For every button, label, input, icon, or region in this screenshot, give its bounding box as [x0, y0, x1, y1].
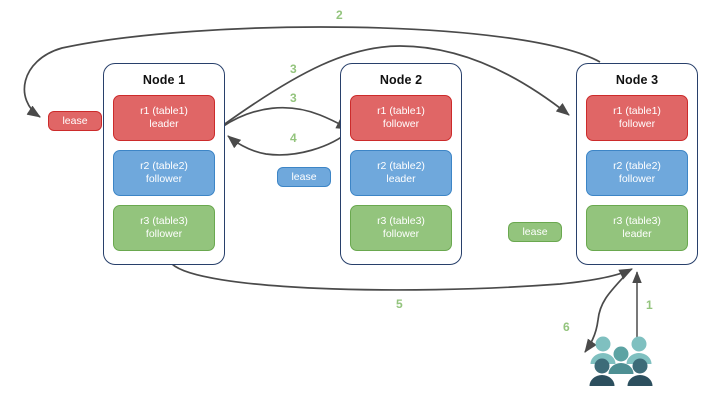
replica-label-line1: r2 (table2) [377, 160, 425, 172]
step-label-3-lower: 3 [290, 91, 297, 105]
replica-label-line1: r1 (table1) [377, 105, 425, 117]
replica-label-line2: leader [386, 173, 416, 185]
arrow-step-3-node3 [221, 45, 570, 127]
replica-label-line2: follower [618, 118, 656, 130]
replica-label-line2: follower [145, 228, 183, 240]
arrow-step-4 [227, 129, 352, 156]
node-2-replica-r3[interactable]: r3 (table3) follower [350, 205, 452, 251]
node-3-replica-r3[interactable]: r3 (table3) leader [586, 205, 688, 251]
step-label-5: 5 [396, 297, 403, 311]
node-1[interactable]: Node 1 r1 (table1) leader r2 (table2) fo… [103, 63, 225, 265]
replica-label-line1: r3 (table3) [377, 215, 425, 227]
step-label-3-upper: 3 [290, 62, 297, 76]
replica-label-line2: follower [618, 173, 656, 185]
replica-label-line2: leader [622, 228, 652, 240]
replica-label-line2: follower [382, 228, 420, 240]
step-label-6: 6 [563, 320, 570, 334]
node-3-replica-r1[interactable]: r1 (table1) follower [586, 95, 688, 141]
lease-table3[interactable]: lease [508, 222, 562, 242]
lease-table1[interactable]: lease [48, 111, 102, 131]
arrow-step-2 [23, 26, 601, 118]
node-1-replica-r2[interactable]: r2 (table2) follower [113, 150, 215, 196]
arrow-step-3-node2 [221, 106, 350, 130]
arrow-step-6 [584, 269, 631, 353]
lease-table2[interactable]: lease [277, 167, 331, 187]
node-3-title: Node 3 [615, 73, 659, 87]
node-3-replica-r2[interactable]: r2 (table2) follower [586, 150, 688, 196]
replica-label-line2: follower [382, 118, 420, 130]
node-3-replicas: r1 (table1) follower r2 (table2) followe… [586, 95, 688, 251]
step-label-2: 2 [336, 8, 343, 22]
node-1-title: Node 1 [142, 73, 186, 87]
replica-label-line1: r1 (table1) [140, 105, 188, 117]
node-1-replica-r1[interactable]: r1 (table1) leader [113, 95, 215, 141]
users-icon [589, 336, 653, 386]
replica-label-line1: r3 (table3) [140, 215, 188, 227]
replica-label-line1: r3 (table3) [613, 215, 661, 227]
node-2-replica-r1[interactable]: r1 (table1) follower [350, 95, 452, 141]
node-1-replicas: r1 (table1) leader r2 (table2) follower … [113, 95, 215, 251]
node-3[interactable]: Node 3 r1 (table1) follower r2 (table2) … [576, 63, 698, 265]
node-2[interactable]: Node 2 r1 (table1) follower r2 (table2) … [340, 63, 462, 265]
replica-label-line1: r2 (table2) [613, 160, 661, 172]
step-label-1: 1 [646, 298, 653, 312]
node-2-title: Node 2 [379, 73, 423, 87]
replica-label-line1: r1 (table1) [613, 105, 661, 117]
replica-label-line2: leader [149, 118, 179, 130]
node-1-replica-r3[interactable]: r3 (table3) follower [113, 205, 215, 251]
step-label-4: 4 [290, 131, 297, 145]
arrow-step-5 [171, 263, 633, 291]
replica-label-line1: r2 (table2) [140, 160, 188, 172]
replica-label-line2: follower [145, 173, 183, 185]
node-2-replicas: r1 (table1) follower r2 (table2) leader … [350, 95, 452, 251]
node-2-replica-r2[interactable]: r2 (table2) leader [350, 150, 452, 196]
